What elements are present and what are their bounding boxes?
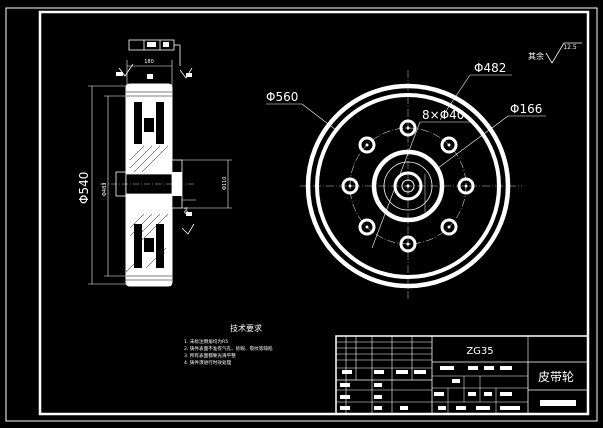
side-small-dimension: Φ4 [184,207,190,214]
bolt-hole-center [447,143,451,147]
inner-rim [315,93,501,279]
bolt-hole [399,119,417,137]
front-outer-diameter: Φ560 [266,90,298,104]
outer-rim [305,83,511,289]
front-holes-spec: 8×Φ40 [422,108,464,122]
tech-requirement-item: 2. 铸件表面不准有气孔、砂眼、裂纹等缺陷 [184,345,273,352]
bolt-hole-center [406,126,410,130]
bolt-hole-center [348,184,352,188]
bolt-hole [457,177,475,195]
roughness-note: 其余 12.5 [528,42,582,64]
roughness-value: 12.5 [563,44,577,51]
bolt-hole-center [406,242,410,246]
roughness-label: 其余 [528,51,544,61]
title-block-labels [340,366,576,410]
side-inner-diameter: Φ483 [102,183,108,196]
bolt-hole-center [365,143,369,147]
bolt-hole [358,136,376,154]
tech-requirement-item: 1. 未标注倒角均为R5 [184,338,228,345]
side-outer-diameter: Φ540 [77,172,91,204]
bolt-hole-center [447,225,451,229]
bolt-hole-center [464,184,468,188]
section-view: 180 [77,39,232,287]
bolt-hole [358,218,376,236]
section-hatching [125,145,169,273]
tech-requirement-item: 4. 铸件须进行时效处理 [184,359,232,366]
bore [393,171,423,201]
sheet-border [5,7,598,422]
bolt-hole [440,136,458,154]
hub-outer [371,149,445,223]
tech-requirement-item: 3. 所有表面都要光滑平整 [184,352,236,359]
bolt-hole-center [365,225,369,229]
front-hub-diameter: Φ166 [510,102,542,116]
side-width-dimension: 180 [144,59,154,65]
front-hole-circle-diameter: Φ482 [474,61,506,75]
bolt-hole [440,218,458,236]
tech-requirements-title: 技术要求 [230,323,262,333]
side-bore-diameter: Φ110 [222,177,228,190]
title-block [335,335,589,415]
bolt-hole [341,177,359,195]
bolt-hole [399,235,417,253]
hub-middle [383,161,433,211]
material-label: ZG35 [466,346,493,357]
front-view: Φ560 Φ482 8×Φ40 Φ166 [266,61,546,300]
bolt-holes [341,119,475,253]
part-name: 皮带轮 [538,370,574,384]
technical-requirements: 技术要求 1. 未标注倒角均为R5 2. 铸件表面不准有气孔、砂眼、裂纹等缺陷 … [184,323,273,366]
drawing-frame [38,10,590,416]
